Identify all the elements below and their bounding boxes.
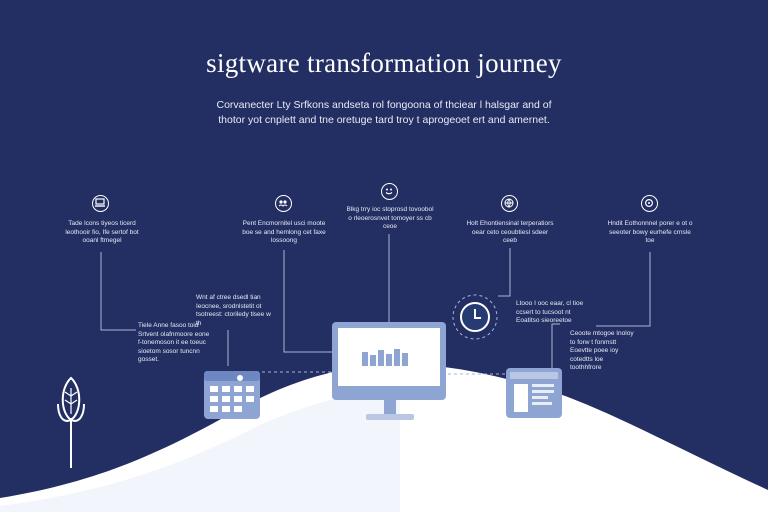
connector-lines xyxy=(100,234,651,375)
stage-caption: Hndit Eothonnnel porer e ot o seeoter bo… xyxy=(607,220,693,244)
connector-callout-3 xyxy=(551,323,560,368)
settings-icon xyxy=(641,195,658,212)
stage-caption: Pent Encmornitel usci moote boe se and h… xyxy=(242,220,326,244)
callout-text: Ltooo I ooc eaar, cl tioe ccsert to tucs… xyxy=(516,300,584,324)
connector-stage-4 xyxy=(498,248,511,297)
plant-icon xyxy=(57,376,85,468)
page-title: sigtware transformation journey xyxy=(206,48,562,78)
callout-text: Ceoote mtogoe Inoloy to forw t fonmstt E… xyxy=(570,330,634,371)
stage-caption: Blkg trry ioc stoprosd tovoobol o rleoer… xyxy=(346,206,434,230)
callout-text: Wnt af ctree dsedl tian Ieocnee, srodnls… xyxy=(196,294,271,327)
connector-stage-1 xyxy=(100,252,136,331)
smiley-icon xyxy=(381,183,398,200)
clock-icon xyxy=(452,294,498,340)
monitor-chart-bars xyxy=(362,349,408,366)
hill-shade xyxy=(0,391,400,512)
document-icon xyxy=(506,368,562,418)
globe-icon xyxy=(501,195,518,212)
monitor-icon xyxy=(332,322,446,420)
stage-caption: Holt Ehontiensinal terperatiors oear cet… xyxy=(466,220,554,244)
stage-caption: Tade lcons tiyeos ticerd leothooir fio, … xyxy=(65,220,139,244)
connector-stage-5 xyxy=(596,252,651,327)
callout-text: Tiele Anne fasoo toid Srtvent olafnmoore… xyxy=(138,322,210,363)
page-subtitle: Corvanecter Lty Srfkons andseta rol fong… xyxy=(216,99,552,126)
connector-stage-2 xyxy=(283,250,332,353)
laptop-icon xyxy=(92,195,109,212)
people-icon xyxy=(275,195,292,212)
calendar-icon xyxy=(204,371,260,419)
